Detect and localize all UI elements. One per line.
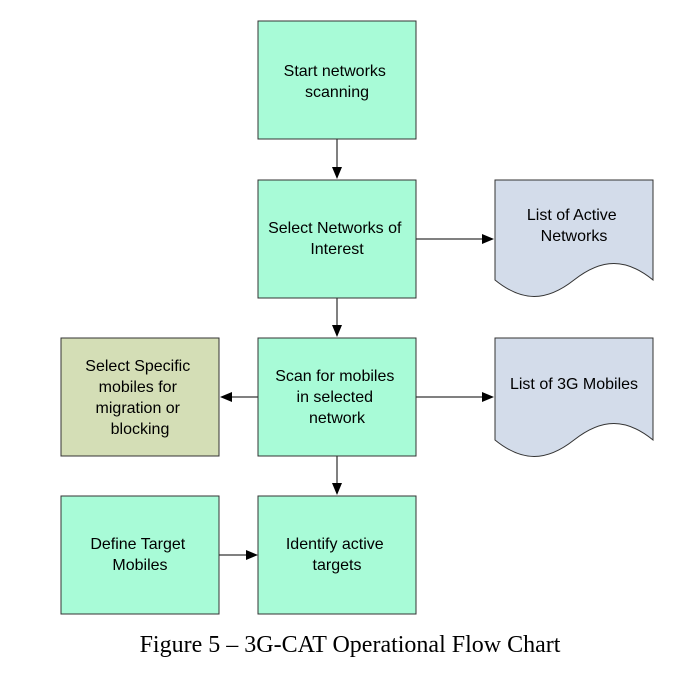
node-identify-targets-label: Identify active targets <box>286 536 388 574</box>
node-list-3g-label: List of 3G Mobiles <box>510 376 638 393</box>
node-scan-mobiles-label: Scan for mobiles in selected network <box>275 368 399 427</box>
node-define-target: Define Target Mobiles <box>60 495 220 615</box>
node-select-specific-label: Select Specific mobiles for migration or… <box>85 358 194 438</box>
node-active-networks-label: List of Active Networks <box>527 207 621 245</box>
node-select-specific: Select Specific mobiles for migration or… <box>60 337 220 457</box>
node-define-target-label: Define Target Mobiles <box>90 536 189 574</box>
node-start: Start networks scanning <box>257 20 417 140</box>
node-identify-targets: Identify active targets <box>257 495 417 615</box>
node-select-networks-label: Select Networks of Interest <box>268 220 406 258</box>
node-select-networks: Select Networks of Interest <box>257 179 417 299</box>
node-list-3g: List of 3G Mobiles <box>494 337 654 457</box>
figure-caption: Figure 5 – 3G-CAT Operational Flow Chart <box>139 632 561 658</box>
node-active-networks: List of Active Networks <box>494 179 654 297</box>
node-scan-mobiles: Scan for mobiles in selected network <box>257 337 417 457</box>
arrows <box>219 139 494 560</box>
node-start-label: Start networks scanning <box>284 63 391 101</box>
